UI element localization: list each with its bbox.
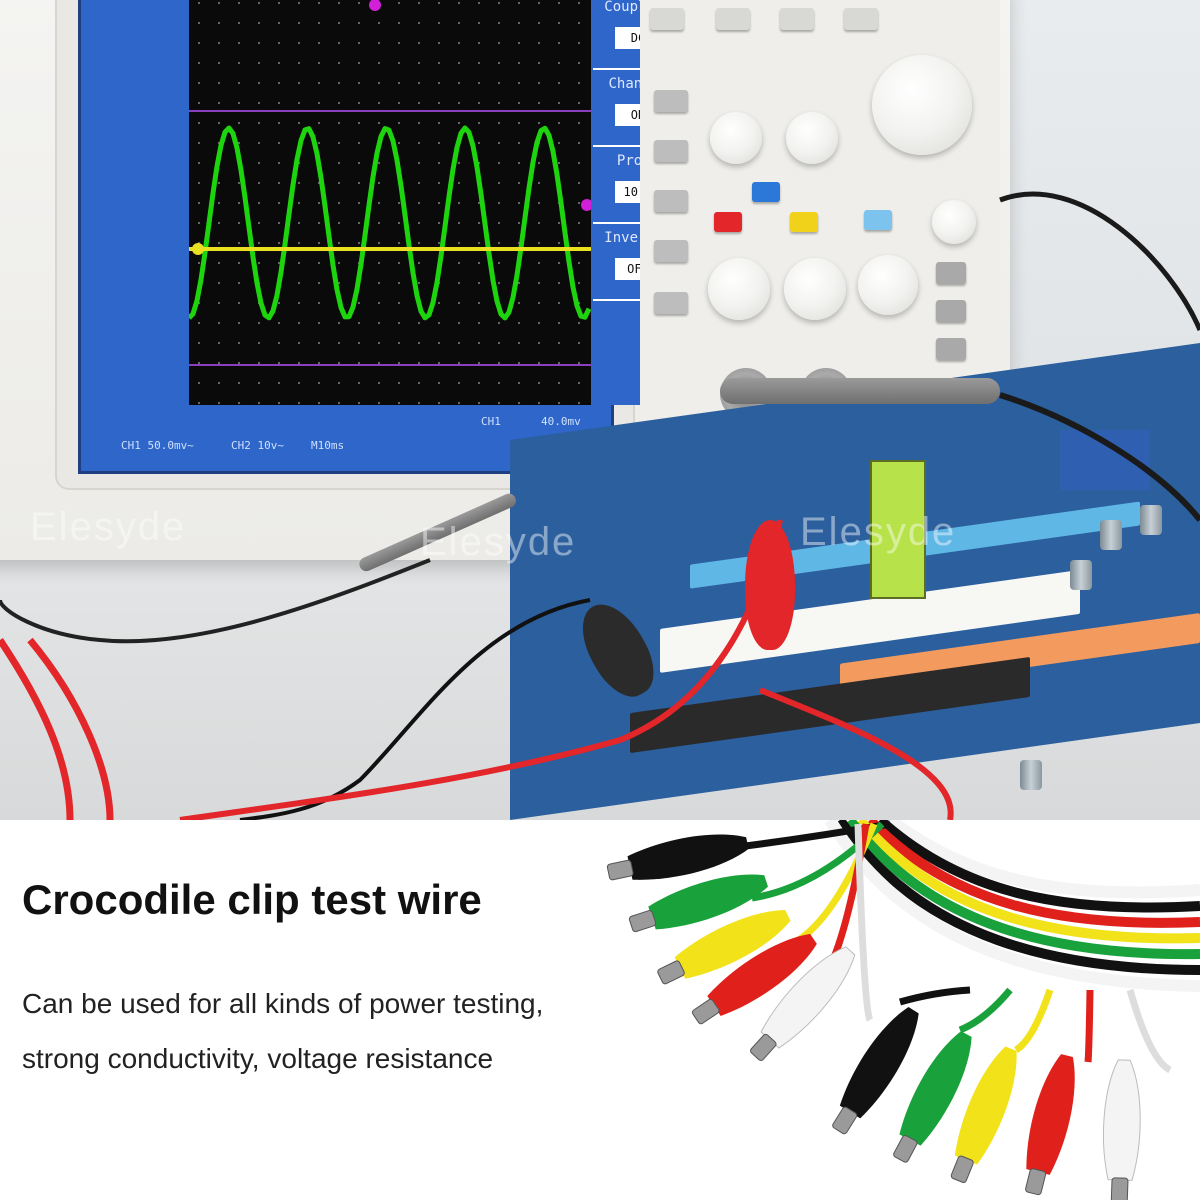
probe-ground-lead — [0, 558, 431, 644]
ribbon-white — [886, 820, 1200, 899]
red-crocodile-clip — [745, 520, 795, 650]
crocodile-clip — [691, 933, 817, 1025]
trigger-level-knob[interactable] — [932, 200, 976, 244]
trigger-position-marker — [581, 199, 593, 211]
trigger-marker — [369, 0, 381, 11]
test-leads — [0, 191, 1200, 820]
crocodile-clip — [1102, 1059, 1141, 1200]
crocodile-clip — [832, 1007, 919, 1135]
capacitor — [1020, 760, 1042, 790]
top-button-2[interactable] — [716, 8, 750, 30]
clip-wire — [899, 986, 971, 1006]
capacitor — [1140, 505, 1162, 535]
crocodile-clip — [750, 946, 856, 1061]
ribbon-green — [845, 820, 1200, 960]
ch2-position-knob[interactable] — [786, 112, 838, 164]
red-lead — [179, 519, 783, 820]
capacitor — [1100, 520, 1122, 550]
oscilloscope-photo: Coupling DC Channel ON Probe 10 X Invert… — [0, 0, 1200, 820]
status-ch1-scale: CH1 50.0mv~ — [121, 439, 194, 452]
product-headline: Crocodile clip test wire — [22, 876, 482, 923]
clip-wire — [1084, 989, 1094, 1063]
crocodile-clip — [950, 1046, 1017, 1183]
crocodile-clip — [657, 910, 791, 985]
side-button-1[interactable] — [654, 90, 688, 112]
clip-wire — [854, 823, 874, 1022]
clip-wire — [958, 987, 1013, 1034]
wire-ribbon — [824, 820, 1200, 992]
relay-component — [870, 460, 926, 599]
sine-trace — [187, 125, 592, 321]
clip-wire — [1013, 988, 1054, 1054]
crocodile-clip-wires-illustration — [606, 820, 1200, 1200]
sec-div-knob[interactable] — [858, 255, 918, 315]
side-button-3[interactable] — [654, 190, 688, 212]
right-button-2[interactable] — [936, 300, 966, 322]
crocodile-clip — [628, 874, 768, 933]
black-lead — [239, 598, 591, 820]
probe-cable — [999, 392, 1200, 522]
crocodile-clip — [1025, 1054, 1075, 1196]
side-button-5[interactable] — [654, 292, 688, 314]
ribbon-white-2 — [824, 820, 1200, 992]
watermark-text: Elesyde — [800, 510, 957, 554]
product-description: Can be used for all kinds of power testi… — [22, 988, 544, 1074]
right-button-3[interactable] — [936, 338, 966, 360]
side-button-4[interactable] — [654, 240, 688, 262]
horizontal-position-knob[interactable] — [872, 55, 972, 155]
ch2-menu-key[interactable] — [790, 212, 818, 232]
left-red-lead — [27, 637, 114, 820]
control-panel — [640, 0, 1000, 440]
oscilloscope-screen: Coupling DC Channel ON Probe 10 X Invert… — [78, 0, 683, 474]
status-voltage: 40.0mv — [541, 415, 581, 428]
clip-row-diagonal — [606, 820, 891, 1061]
watermark-text: Elesyde — [30, 505, 187, 549]
watermark-text: Elesyde — [420, 520, 577, 564]
level-marker — [192, 243, 204, 255]
red-lead-loop — [758, 687, 954, 820]
ch1-position-knob[interactable] — [710, 112, 762, 164]
top-button-1[interactable] — [650, 8, 684, 30]
horiz-menu-key[interactable] — [864, 210, 892, 230]
status-channel: CH1 — [481, 415, 501, 428]
ribbon-yellow — [856, 820, 1200, 944]
top-button-4[interactable] — [844, 8, 878, 30]
waveform-grid — [187, 0, 593, 405]
clip-row-vertical — [832, 986, 1172, 1200]
crocodile-clip — [606, 834, 749, 881]
capacitor — [1070, 560, 1092, 590]
ribbon-black-2 — [835, 820, 1200, 975]
math-key[interactable] — [752, 182, 780, 202]
right-button-1[interactable] — [936, 262, 966, 284]
status-ch2-scale: CH2 10v~ — [231, 439, 284, 452]
bnc-probe-body — [720, 378, 1000, 404]
clip-wire — [1126, 989, 1172, 1074]
side-button-2[interactable] — [654, 140, 688, 162]
rear-cable — [999, 191, 1200, 331]
ch1-volts-knob[interactable] — [708, 258, 770, 320]
ribbon-black — [876, 820, 1200, 913]
status-timebase: M10ms — [311, 439, 345, 452]
ribbon-red — [866, 820, 1200, 928]
top-button-3[interactable] — [780, 8, 814, 30]
ch1-menu-key[interactable] — [714, 212, 742, 232]
crocodile-clip — [893, 1031, 972, 1163]
left-red-lead — [0, 638, 74, 820]
ch2-volts-knob[interactable] — [784, 258, 846, 320]
waveform-plot — [187, 0, 593, 366]
